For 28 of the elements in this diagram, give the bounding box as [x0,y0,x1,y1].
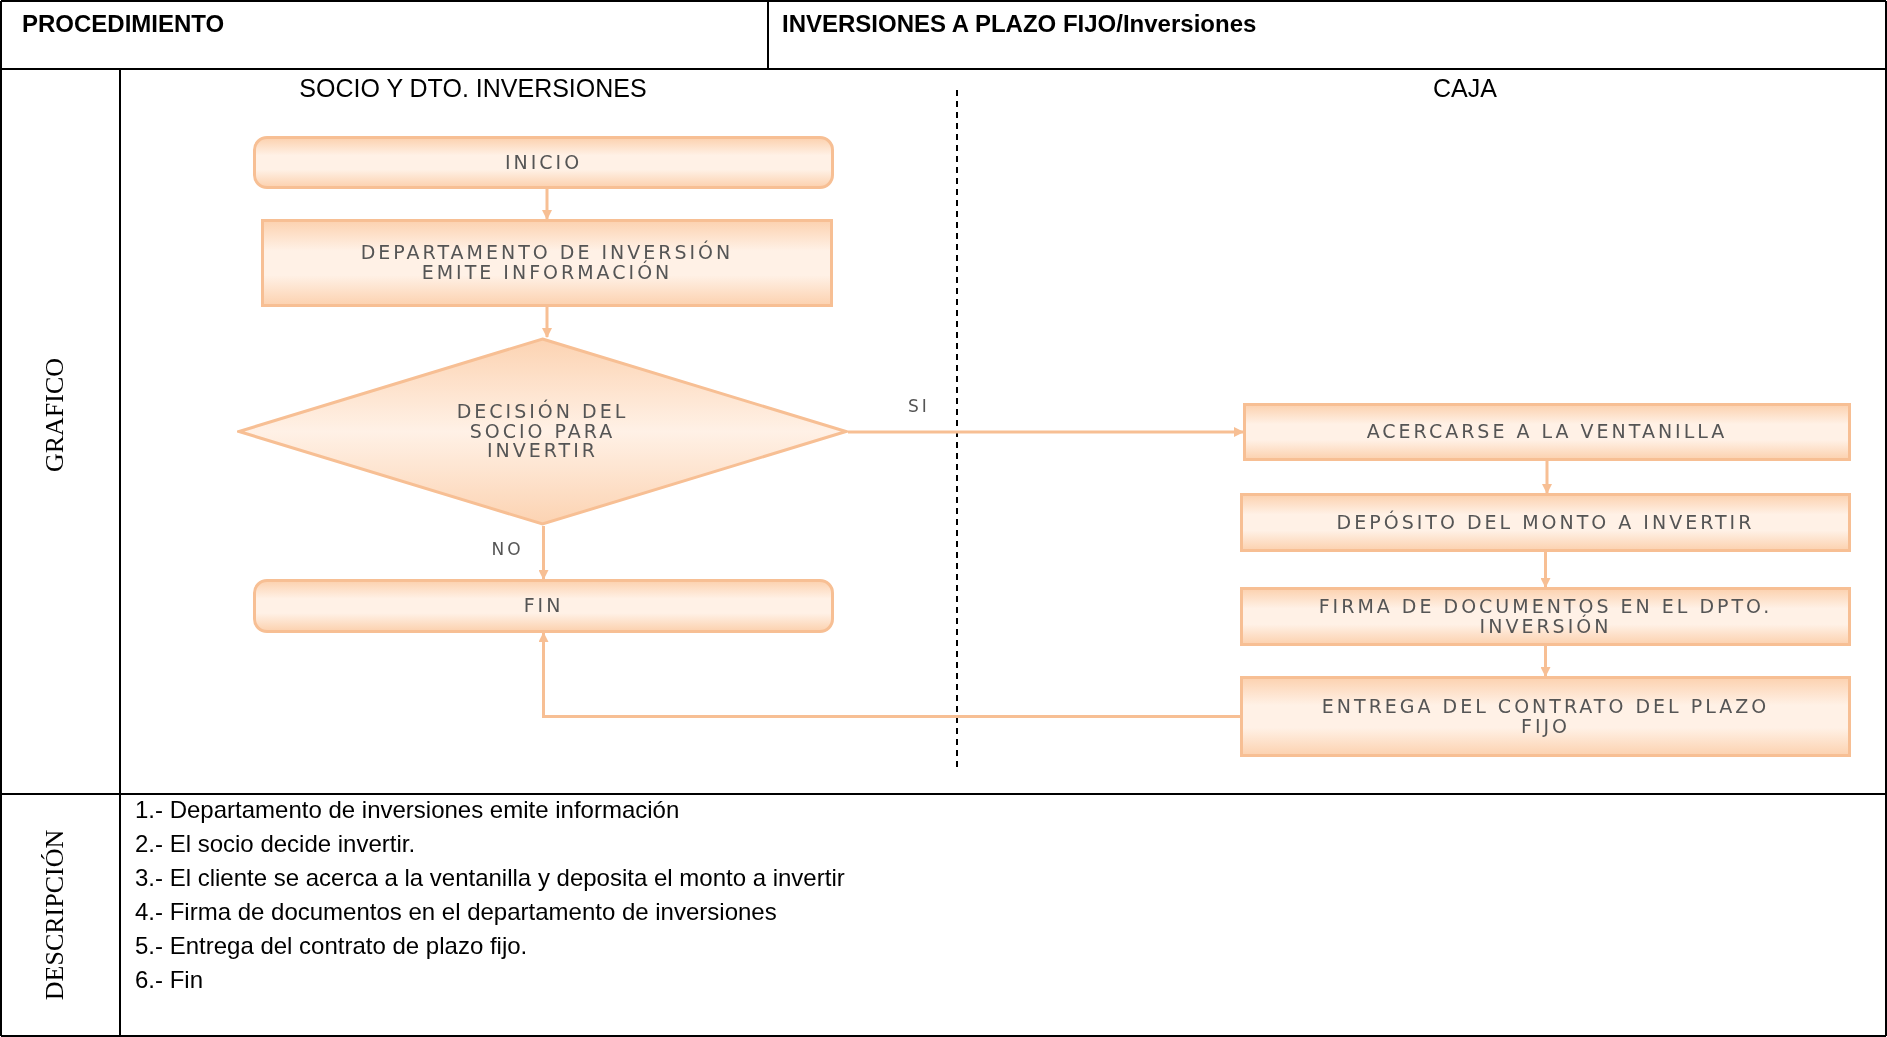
arrow [1542,461,1552,494]
description-line: 2.- El socio decide invertir. [135,830,416,858]
header-text: INVERSIONES A PLAZO FIJO/Inversiones [782,10,1257,38]
lane-heading: CAJA [1433,74,1497,103]
description-line: 3.- El cliente se acerca a la ventanilla y deposita el monto a invertir [135,864,845,892]
description-line: 1.- Departamento de inversiones emite información [135,796,680,824]
process-box: DEPARTAMENTO DE INVERSIÓN EMITE INFORMACIÓN [261,219,833,307]
process-box: FIRMA DE DOCUMENTOS EN EL DPTO. INVERSIÓN [1240,587,1851,646]
arrow [1540,552,1551,588]
description-line: 4.- Firma de documentos en el departamento de inversiones [135,898,777,926]
description-line: 5.- Entrega del contrato de plazo fijo. [135,932,528,960]
arrow [542,189,552,220]
description-line: 6.- Fin [135,966,203,994]
arrow [542,307,552,338]
process-box: ACERCARSE A LA VENTANILLA [1243,403,1851,461]
arrow [1540,646,1551,677]
arrow [848,427,1244,437]
process-box: ENTREGA DEL CONTRATO DEL PLAZO FIJO [1240,676,1851,757]
row-heading: DESCRIPCIÓN [40,829,70,1001]
arrow [538,632,1240,718]
terminal-box: FIN [253,579,834,633]
lane-heading: SOCIO Y DTO. INVERSIONES [299,74,647,103]
header-text: PROCEDIMIENTO [22,10,225,38]
row-heading: GRAFICO [40,357,70,473]
arrow [538,526,549,580]
terminal-box: INICIO [253,136,834,189]
decision-diamond: DECISIÓN DEL SOCIO PARA INVERTIR [237,337,848,526]
process-box: DEPÓSITO DEL MONTO A INVERTIR [1240,493,1851,552]
